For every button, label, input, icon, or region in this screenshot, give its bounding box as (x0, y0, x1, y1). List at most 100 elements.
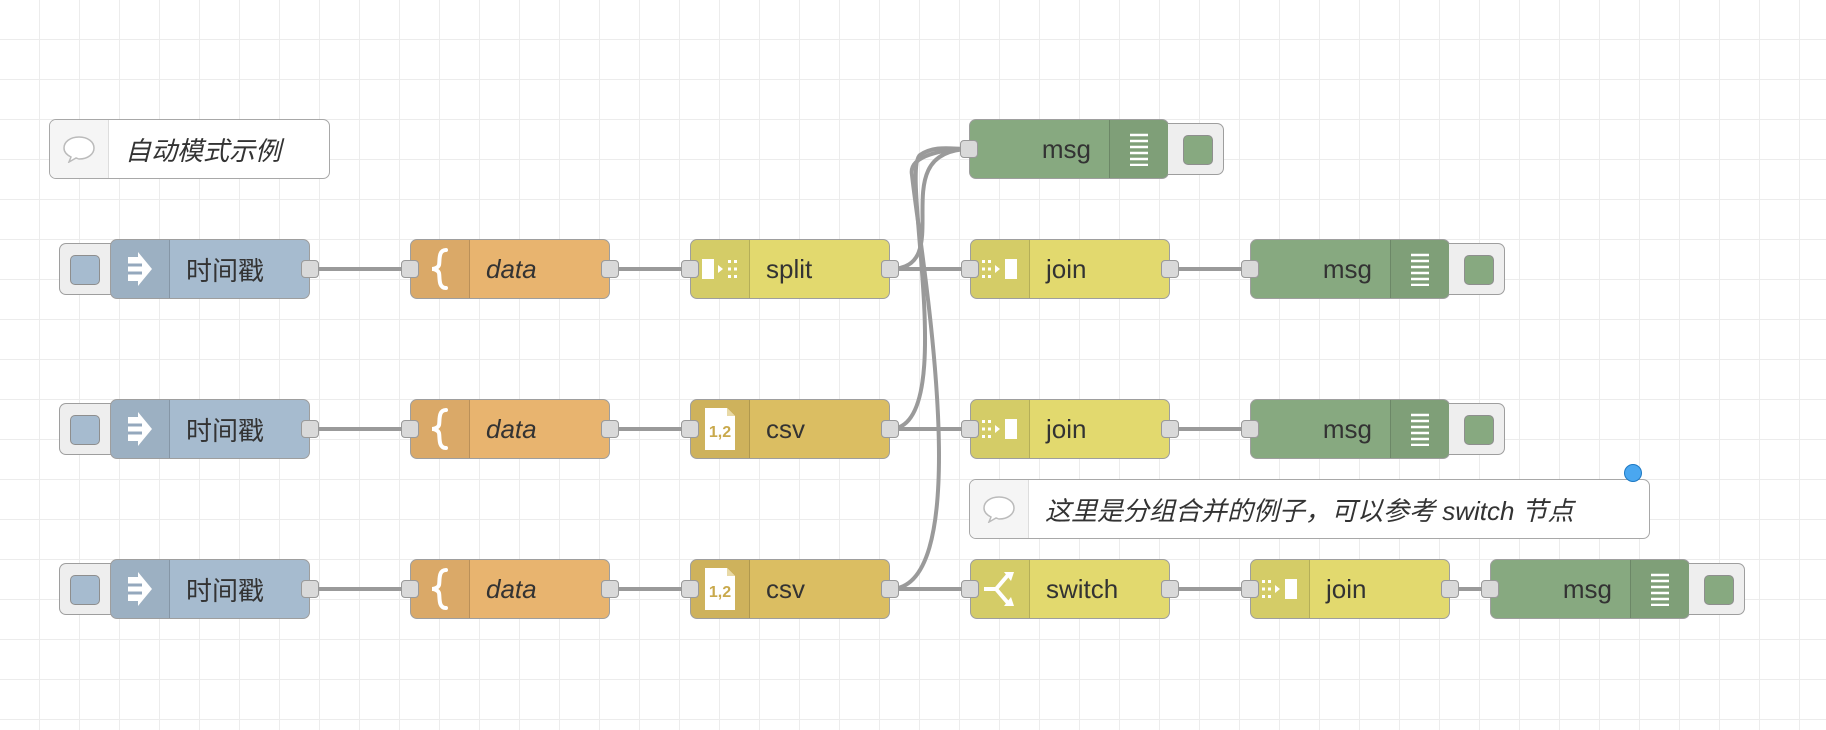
arrow-in-icon (111, 240, 170, 298)
input-port[interactable] (961, 420, 979, 438)
node-label: msg (1562, 573, 1612, 604)
comment-icon (50, 120, 109, 178)
node-label: join (1046, 253, 1087, 284)
node-label: msg (1041, 133, 1091, 164)
split-icon (691, 240, 750, 298)
csv-node[interactable]: 1,2 csv (681, 399, 899, 459)
comment-node[interactable]: 这里是分组合并的例子，可以参考 switch 节点 (969, 479, 1650, 539)
input-port[interactable] (960, 140, 978, 158)
change-node[interactable]: data (401, 559, 619, 619)
inject-trigger-button[interactable] (59, 243, 115, 295)
wire-csv3-dbg0[interactable] (888, 147, 972, 591)
join-node[interactable]: join (961, 399, 1179, 459)
join-icon (971, 400, 1030, 458)
inject-trigger-indicator (70, 575, 100, 605)
input-port[interactable] (681, 260, 699, 278)
input-port[interactable] (1481, 580, 1499, 598)
node-label: msg (1322, 253, 1372, 284)
input-port[interactable] (401, 420, 419, 438)
debug-list-icon (1630, 560, 1689, 618)
join-node[interactable]: join (1241, 559, 1459, 619)
node-label: 时间戳 (186, 415, 265, 446)
output-port[interactable] (1161, 580, 1179, 598)
change-node[interactable]: data (401, 399, 619, 459)
csv-node[interactable]: 1,2 csv (681, 559, 899, 619)
switch-icon (971, 560, 1030, 618)
node-label: csv (766, 413, 805, 444)
join-icon (971, 240, 1030, 298)
node-label: join (1046, 413, 1087, 444)
node-label: data (486, 413, 537, 444)
csv-icon: 1,2 (691, 400, 750, 458)
comment-label: 自动模式示例 (125, 135, 282, 166)
debug-toggle-indicator (1464, 415, 1494, 445)
input-port[interactable] (1241, 420, 1259, 438)
output-port[interactable] (601, 260, 619, 278)
join-icon (1251, 560, 1310, 618)
input-port[interactable] (681, 420, 699, 438)
split-node[interactable]: split (681, 239, 899, 299)
node-label: csv (766, 573, 805, 604)
inject-trigger-indicator (70, 255, 100, 285)
output-port[interactable] (301, 420, 319, 438)
debug-node[interactable]: msg (1241, 239, 1450, 299)
input-port[interactable] (401, 260, 419, 278)
input-port[interactable] (1241, 260, 1259, 278)
debug-node[interactable]: msg (1241, 399, 1450, 459)
input-port[interactable] (681, 580, 699, 598)
node-label: join (1326, 573, 1367, 604)
input-port[interactable] (401, 580, 419, 598)
output-port[interactable] (881, 260, 899, 278)
debug-list-icon (1390, 400, 1449, 458)
debug-toggle-button[interactable] (1449, 243, 1505, 295)
output-port[interactable] (1441, 580, 1459, 598)
debug-toggle-indicator (1704, 575, 1734, 605)
input-port[interactable] (961, 260, 979, 278)
brace-icon (411, 240, 470, 298)
node-label: data (486, 573, 537, 604)
output-port[interactable] (881, 580, 899, 598)
debug-node[interactable]: msg (960, 119, 1169, 179)
output-port[interactable] (301, 260, 319, 278)
output-port[interactable] (301, 580, 319, 598)
inject-node[interactable]: 时间戳 (110, 239, 319, 299)
debug-toggle-indicator (1183, 135, 1213, 165)
node-label: 时间戳 (186, 575, 265, 606)
debug-toggle-indicator (1464, 255, 1494, 285)
node-label: data (486, 253, 537, 284)
debug-toggle-button[interactable] (1168, 123, 1224, 175)
comment-node[interactable]: 自动模式示例 (49, 119, 330, 179)
output-port[interactable] (1161, 420, 1179, 438)
output-port[interactable] (601, 580, 619, 598)
brace-icon (411, 400, 470, 458)
arrow-in-icon (111, 560, 170, 618)
wire-spl1-dbg0[interactable] (888, 147, 972, 271)
output-port[interactable] (1161, 260, 1179, 278)
node-label: switch (1046, 573, 1119, 604)
switch-node[interactable]: switch (961, 559, 1179, 619)
node-label: msg (1322, 413, 1372, 444)
csv-icon-text: 1,2 (709, 424, 731, 441)
inject-trigger-button[interactable] (59, 403, 115, 455)
inject-node[interactable]: 时间戳 (110, 559, 319, 619)
output-port[interactable] (601, 420, 619, 438)
wire-csv2-dbg0[interactable] (888, 146, 972, 431)
output-port[interactable] (881, 420, 899, 438)
inject-node[interactable]: 时间戳 (110, 399, 319, 459)
input-port[interactable] (1241, 580, 1259, 598)
change-node[interactable]: data (401, 239, 619, 299)
node-label: split (766, 253, 813, 284)
csv-icon: 1,2 (691, 560, 750, 618)
node-label: 时间戳 (186, 255, 265, 286)
debug-node[interactable]: msg (1481, 559, 1690, 619)
input-port[interactable] (961, 580, 979, 598)
join-node[interactable]: join (961, 239, 1179, 299)
comment-label: 这里是分组合并的例子，可以参考 switch 节点 (1045, 495, 1574, 526)
debug-toggle-button[interactable] (1449, 403, 1505, 455)
arrow-in-icon (111, 400, 170, 458)
debug-toggle-button[interactable] (1689, 563, 1745, 615)
inject-trigger-button[interactable] (59, 563, 115, 615)
inject-trigger-indicator (70, 415, 100, 445)
